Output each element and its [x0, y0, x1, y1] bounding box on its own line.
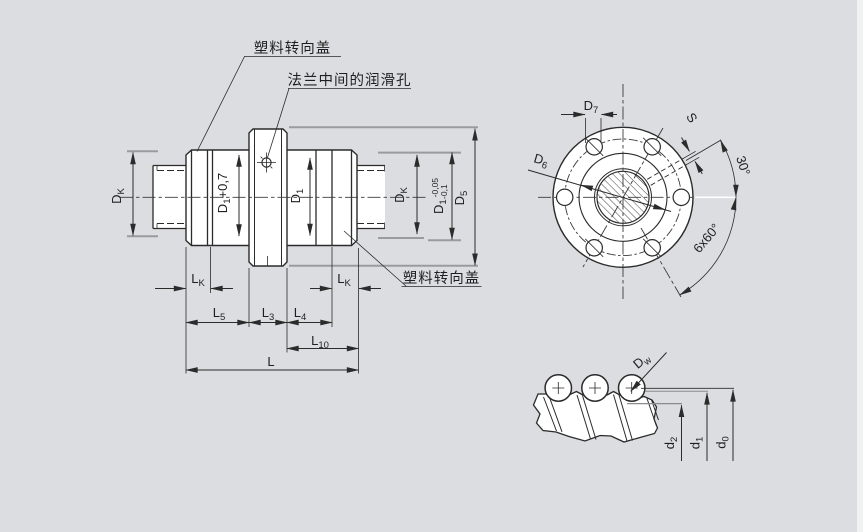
- dw-leader: [630, 352, 667, 392]
- label-l3: L3: [262, 305, 275, 323]
- callout-deflector-cap-top: 塑料转向盖: [254, 40, 332, 57]
- length-dimensions: [155, 285, 381, 373]
- bolt-holes: [555, 137, 691, 258]
- label-d2-small: d2: [662, 437, 680, 450]
- label-l10: L10: [311, 333, 329, 351]
- label-s: S: [683, 110, 700, 126]
- d6-dimension: [527, 169, 672, 212]
- label-dk-right: DK: [392, 186, 410, 202]
- side-view: 塑料转向盖 法兰中间的润滑孔 塑料转向盖 DK D1+0,7 D1 DK D1-…: [109, 40, 482, 374]
- label-d0-small: d0: [714, 436, 732, 449]
- page-edge-strip: [857, 0, 863, 532]
- label-lk-right: LK: [337, 271, 351, 289]
- label-d6: D6: [531, 150, 550, 171]
- s-dimension: [681, 137, 704, 175]
- front-view: D7 D6 S 30° 6x60°: [527, 84, 753, 299]
- label-l: L: [267, 354, 274, 369]
- label-l4: L4: [294, 305, 307, 323]
- label-dk-left: DK: [109, 187, 127, 203]
- lube-slot: [647, 139, 722, 186]
- diameter-arrows: [678, 389, 736, 461]
- label-d1-tolerance: D1-0,05-0,1: [430, 178, 449, 214]
- label-d1-fit: D1+0,7: [215, 173, 233, 213]
- label-angle-30: 30°: [733, 154, 753, 177]
- callout-leaders: [196, 56, 482, 287]
- callout-deflector-cap-right: 塑料转向盖: [403, 270, 481, 287]
- d7-dimension: [561, 111, 617, 143]
- lube-hole-target-icon: [257, 152, 276, 173]
- label-d5: D5: [452, 191, 470, 206]
- balls: [544, 374, 646, 402]
- diameter-reference-lines: [627, 387, 734, 405]
- angle-arcs: [679, 139, 739, 296]
- label-lk-left: LK: [191, 271, 205, 289]
- ball-detail: Dw d2 d1 d0: [532, 352, 736, 461]
- label-d7: D7: [584, 98, 599, 116]
- label-d1: D1: [288, 189, 306, 204]
- diameter-dimensions: [130, 128, 478, 266]
- label-l5: L5: [213, 305, 226, 323]
- label-angle-6x60: 6x60°: [690, 220, 723, 255]
- label-d1-small: d1: [688, 437, 706, 450]
- callout-lube-hole: 法兰中间的润滑孔: [288, 72, 412, 89]
